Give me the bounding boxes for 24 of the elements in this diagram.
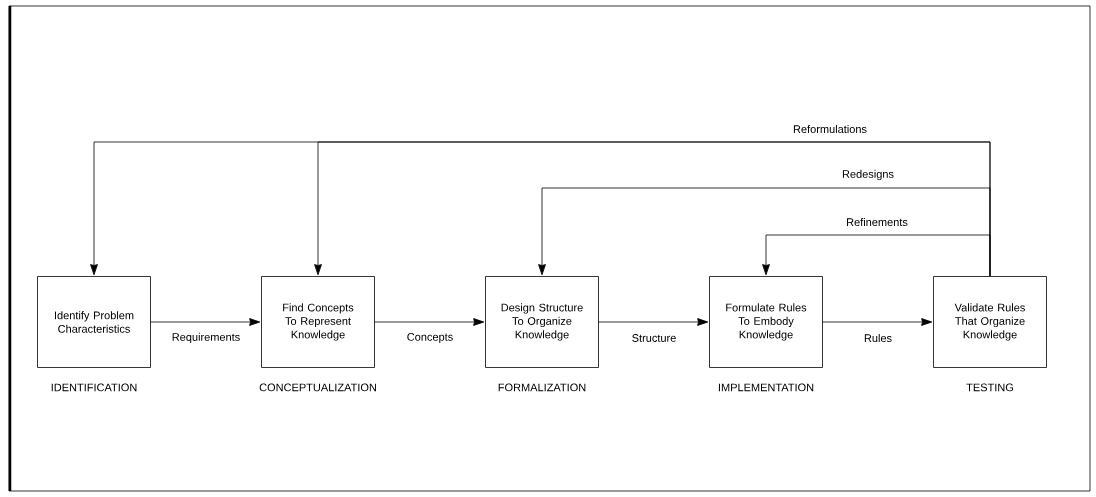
stage-label: IDENTIFICATION (51, 383, 137, 392)
edge-label: Refinements (845, 216, 909, 228)
arrow (822, 318, 933, 326)
arrow (314, 141, 991, 277)
edge-label: Concepts (405, 332, 455, 344)
stage-label: IMPLEMENTATION (718, 383, 814, 392)
stage-label: TESTING (966, 383, 1013, 392)
edge-label: Rules (862, 332, 894, 344)
process-box: Validate Rules That Organize Knowledge (933, 276, 1047, 368)
edge-label: Requirements (170, 331, 242, 345)
process-box: Identify Problem Characteristics (37, 276, 151, 368)
edge-label: Reformulations (792, 123, 868, 135)
edge-label: Redesigns (841, 168, 895, 182)
arrow (374, 318, 485, 326)
process-box: Design Structure To Organize Knowledge (485, 276, 599, 368)
edge-label: Structure (630, 333, 678, 343)
arrow (538, 187, 991, 277)
stage-label: FORMALIZATION (498, 383, 586, 392)
process-box: Find Concepts To Represent Knowledge (261, 276, 375, 368)
arrow (150, 318, 261, 326)
stage-label: CONCEPTUALIZATION (259, 383, 376, 392)
arrow (762, 234, 991, 277)
process-box: Formulate Rules To Embody Knowledge (709, 276, 823, 368)
arrow (598, 318, 709, 326)
